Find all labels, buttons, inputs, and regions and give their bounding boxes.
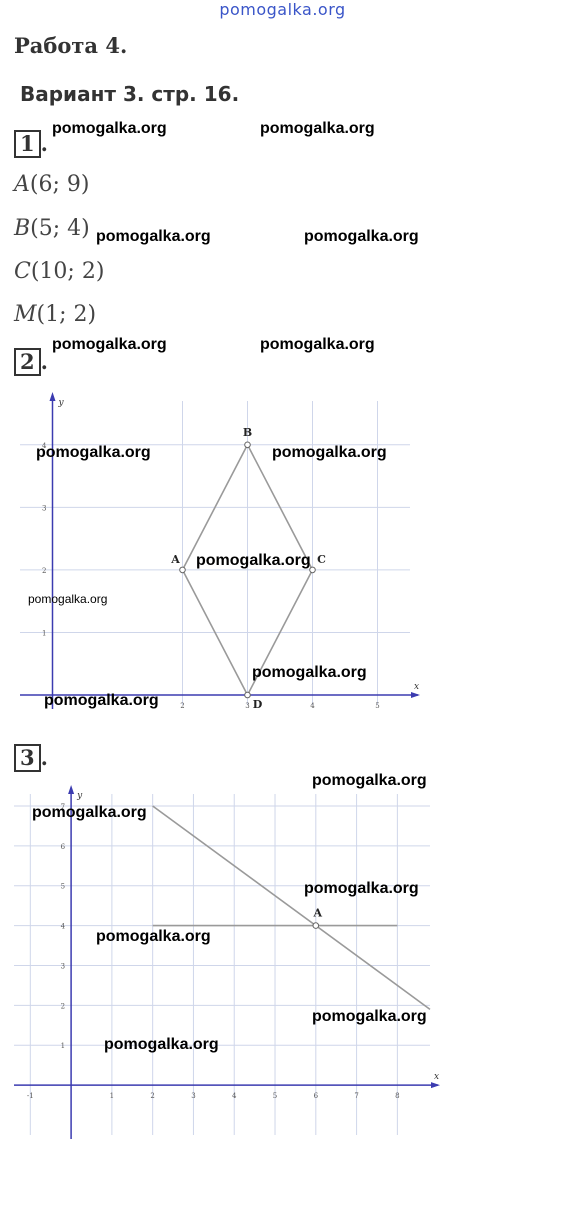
task-number-box: 1 (14, 130, 41, 158)
x-axis-label: x (434, 1072, 439, 1082)
task-number-box: 2 (14, 348, 41, 376)
x-tick-label: 5 (273, 1092, 277, 1100)
x-tick-label: 4 (310, 702, 315, 710)
coordinate-m: M(1; 2) (14, 302, 96, 327)
y-tick-label: 2 (42, 567, 46, 575)
watermark: pomogalka.org (196, 552, 311, 569)
watermark: pomogalka.org (104, 1036, 219, 1053)
watermark: pomogalka.org (96, 928, 211, 945)
watermark: pomogalka.org (52, 120, 167, 137)
point-name: B (14, 216, 31, 241)
x-axis-arrow (411, 692, 420, 698)
site-header[interactable]: pomogalka.org (219, 0, 346, 19)
y-axis-label: y (58, 398, 65, 408)
task-number-1: 1. (14, 130, 48, 158)
x-tick-label: 4 (232, 1092, 237, 1100)
x-tick-label: 2 (150, 1092, 154, 1100)
data-point (312, 922, 320, 929)
task-number-dot: . (40, 349, 48, 374)
watermark: pomogalka.org (304, 228, 419, 245)
watermark: pomogalka.org (44, 692, 159, 709)
point-value: (6; 9) (29, 172, 90, 197)
y-axis-label: y (76, 791, 83, 801)
watermark: pomogalka.org (28, 592, 108, 606)
point-value: (10; 2) (30, 259, 105, 284)
y-tick-label: 1 (61, 1042, 65, 1050)
point-name: M (14, 302, 37, 327)
point-label: A (170, 553, 180, 566)
x-tick-label: 8 (395, 1092, 399, 1100)
task-number-dot: . (40, 745, 48, 770)
y-tick-label: 3 (42, 504, 46, 512)
x-tick-label: 2 (180, 702, 184, 710)
coordinate-b: B(5; 4) (14, 216, 90, 241)
watermark: pomogalka.org (52, 336, 167, 353)
variant-subtitle: Вариант 3. стр. 16. (20, 82, 240, 106)
watermark: pomogalka.org (32, 804, 147, 821)
x-axis-label: x (414, 682, 419, 692)
data-point (309, 566, 316, 574)
watermark: pomogalka.org (96, 228, 211, 245)
watermark: pomogalka.org (260, 120, 375, 137)
y-tick-label: 5 (61, 883, 65, 891)
data-point (179, 566, 186, 574)
y-tick-label: 4 (42, 442, 47, 450)
point-value: (1; 2) (36, 302, 97, 327)
data-point (244, 441, 251, 449)
y-tick-label: 2 (61, 1002, 65, 1010)
x-tick-label: -1 (27, 1092, 34, 1100)
watermark: pomogalka.org (272, 444, 387, 461)
point-label: D (253, 698, 263, 711)
point-name: A (14, 172, 30, 197)
point-name: C (14, 259, 31, 284)
watermark: pomogalka.org (312, 772, 427, 789)
point-label: B (243, 426, 252, 439)
x-axis-arrow (431, 1082, 440, 1089)
point-value: (5; 4) (30, 216, 90, 241)
x-tick-label: 3 (245, 702, 249, 710)
watermark: pomogalka.org (260, 336, 375, 353)
y-tick-label: 4 (61, 923, 66, 931)
point-label: A (313, 907, 323, 920)
data-point (244, 691, 251, 699)
coordinate-c: C(10; 2) (14, 259, 104, 284)
task-number-2: 2. (14, 348, 48, 376)
x-tick-label: 7 (354, 1092, 358, 1100)
watermark: pomogalka.org (312, 1008, 427, 1025)
y-tick-label: 7 (61, 803, 65, 811)
y-axis-arrow (49, 392, 56, 401)
watermark: pomogalka.org (252, 664, 367, 681)
plot-line (152, 805, 431, 1010)
task-number-3: 3. (14, 744, 48, 772)
watermark: pomogalka.org (304, 880, 419, 897)
x-tick-label: 5 (375, 702, 379, 710)
y-tick-label: 1 (42, 629, 46, 637)
page-title: Работа 4. (14, 33, 128, 58)
y-tick-label: 3 (61, 962, 65, 970)
point-label: C (317, 553, 326, 566)
x-tick-label: 1 (110, 1092, 114, 1100)
y-axis-arrow (68, 785, 75, 794)
y-tick-label: 6 (61, 843, 66, 851)
watermark: pomogalka.org (36, 444, 151, 461)
x-tick-label: 3 (191, 1092, 195, 1100)
coordinate-a: A(6; 9) (14, 172, 89, 197)
x-tick-label: 6 (314, 1092, 319, 1100)
task-number-box: 3 (14, 744, 41, 772)
task-number-dot: . (40, 131, 48, 156)
